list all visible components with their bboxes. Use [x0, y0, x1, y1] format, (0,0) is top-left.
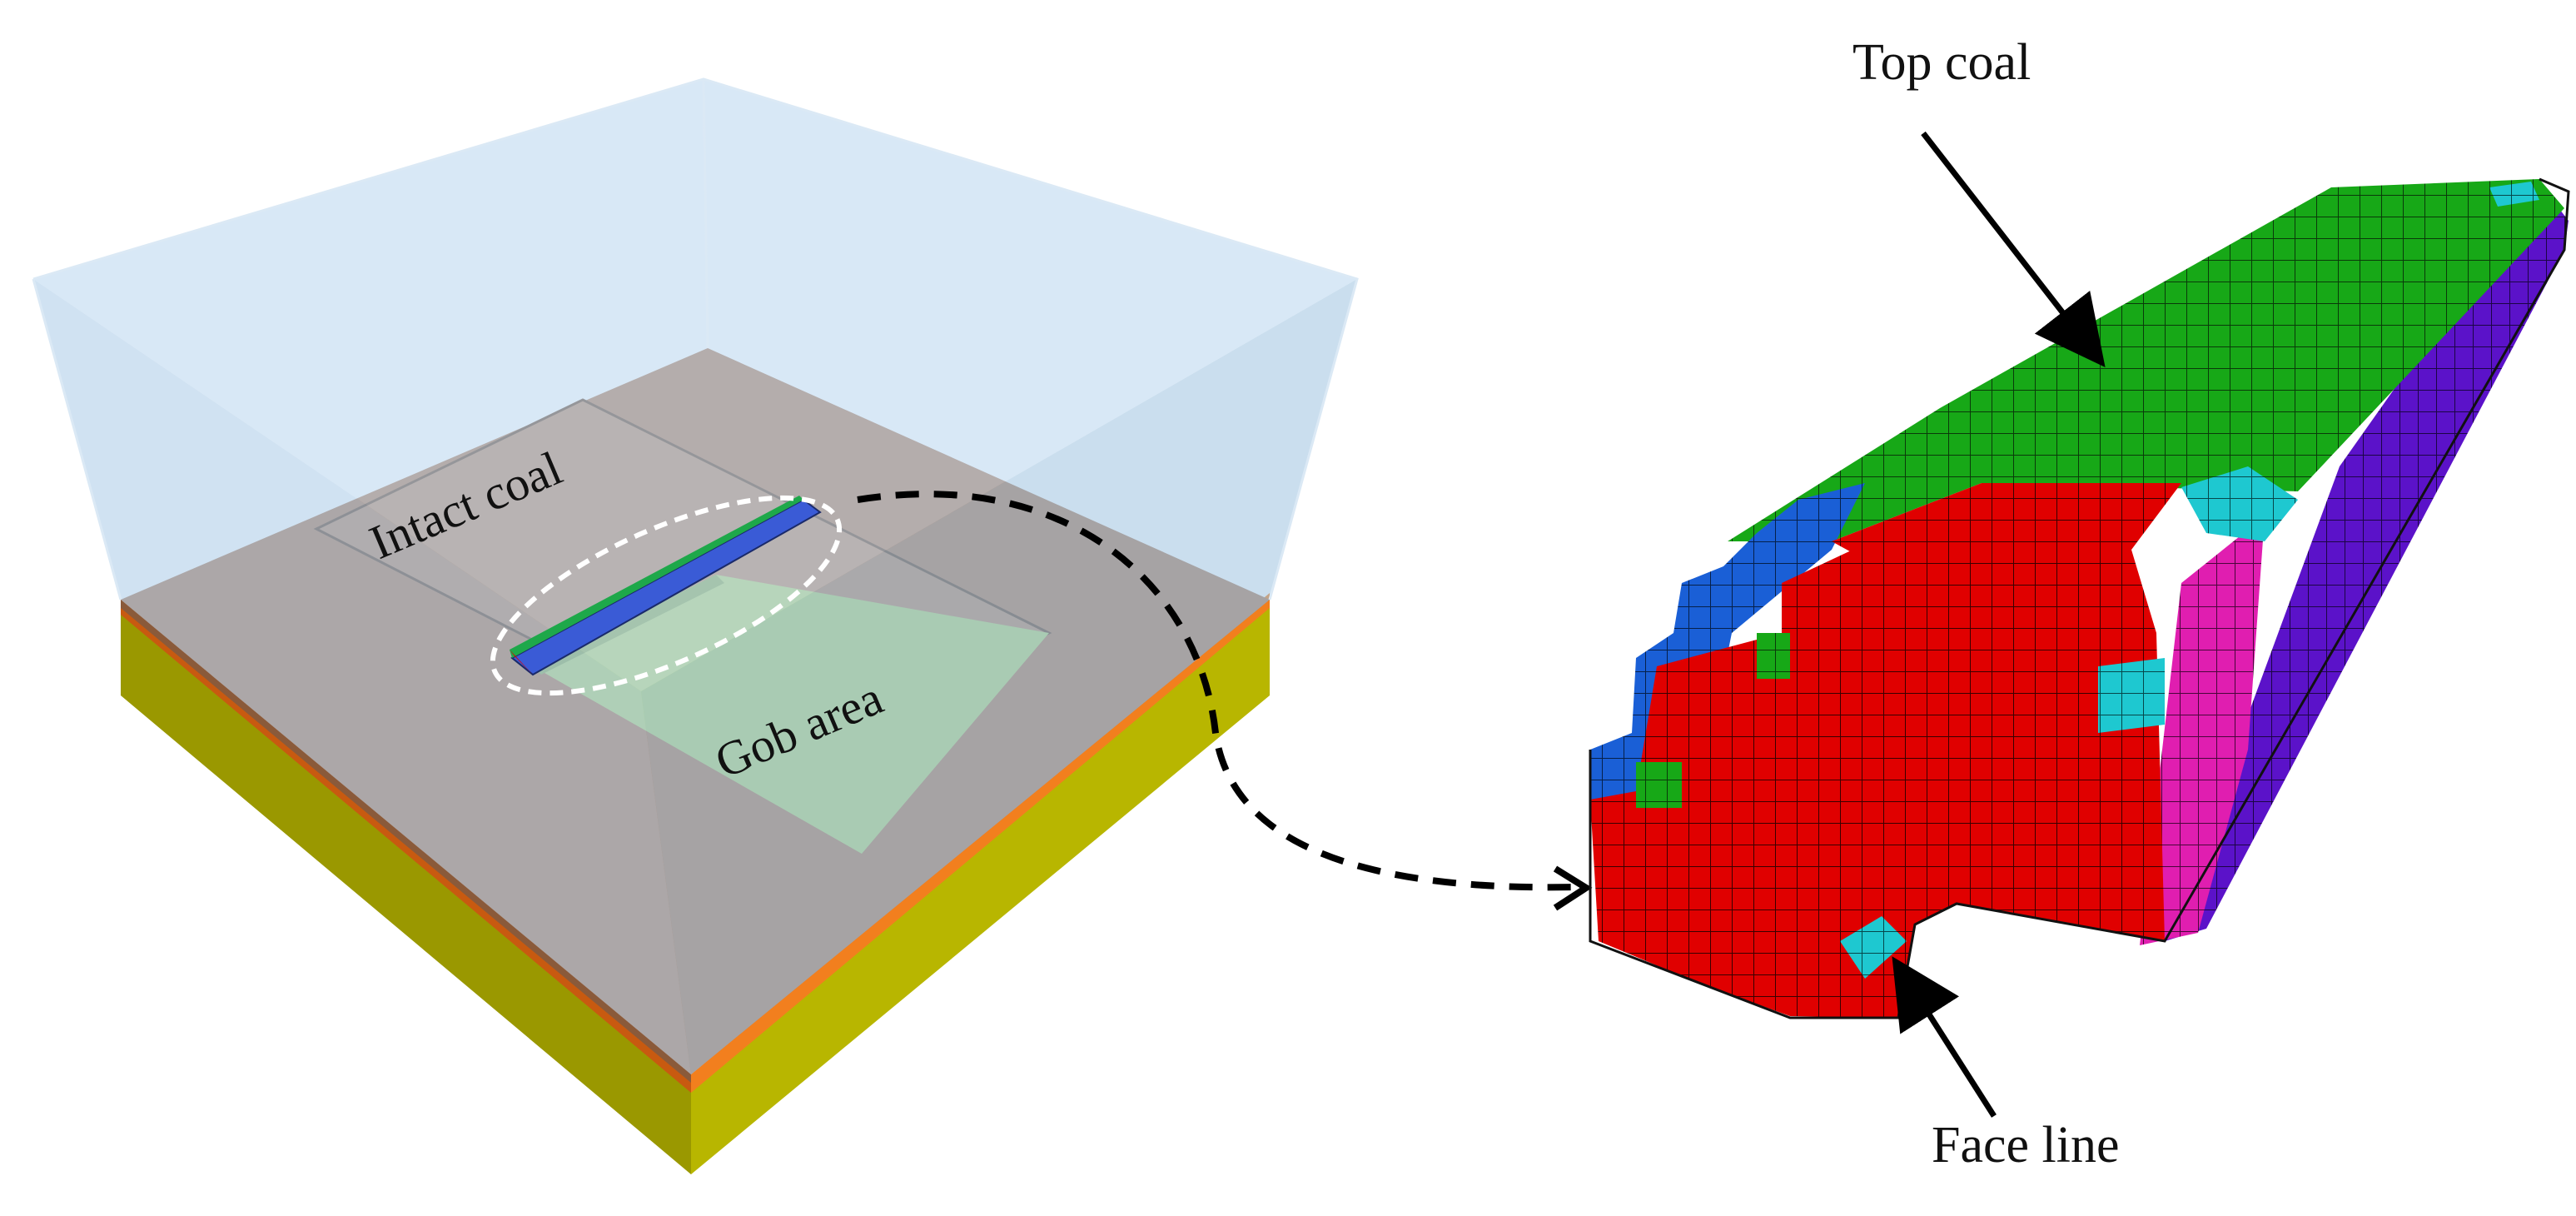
mesh-outline [1589, 177, 2570, 1019]
floor-layer-left-face [121, 608, 691, 1174]
mesh-side-magenta [2140, 516, 2265, 945]
mesh-cyan-end [2489, 182, 2539, 207]
dashed-ellipse-icon [490, 495, 843, 696]
mesh-cyan-top [2181, 466, 2298, 541]
floor-layer-right-face [691, 600, 1270, 1174]
face-line-label: Face line [1932, 1117, 2120, 1174]
overburden-edges [32, 77, 1359, 601]
mesh-side-purple [2165, 183, 2569, 941]
top-coal-label: Top coal [1852, 34, 2031, 91]
mesh-cyan-notch [1840, 916, 1907, 979]
top-coal-mesh [1589, 177, 2570, 1019]
overburden-right-face [641, 279, 1357, 1074]
mesh-front-red [1590, 500, 2165, 1018]
mesh-top-green [1728, 179, 2564, 541]
arrow-icon [1921, 131, 2106, 368]
face-line-arrow-icon [1892, 956, 1997, 1118]
overburden-left-face [33, 279, 691, 1074]
overburden-top-face [33, 79, 1357, 691]
coal-seam-side-shade [121, 600, 691, 1083]
dashed-curved-arrow-icon [857, 491, 1579, 891]
mesh-top-red [1832, 483, 2181, 587]
mesh-cyan-edge [2098, 658, 2165, 733]
model-block: Intact coal Gob area [32, 77, 1359, 1174]
